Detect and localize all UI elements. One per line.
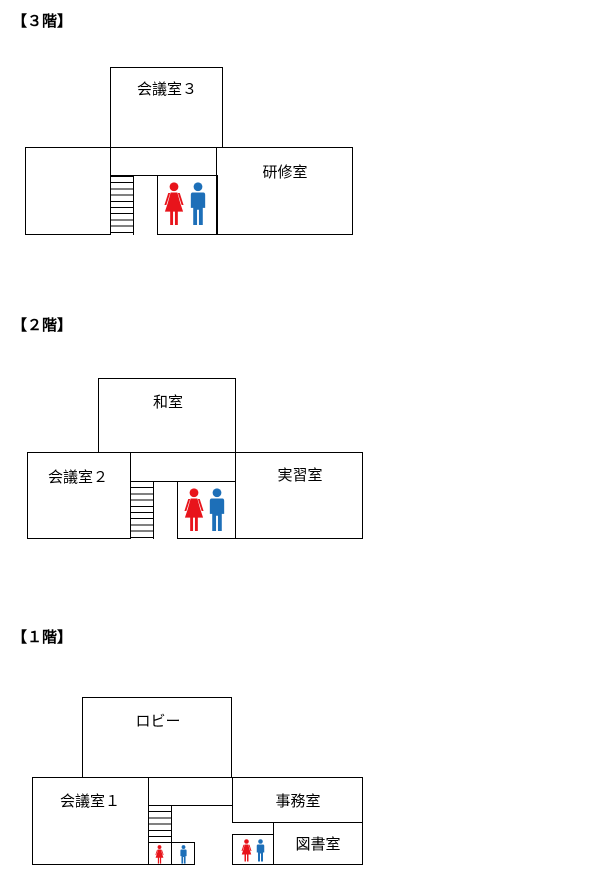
- male-restroom-icon: [207, 488, 227, 532]
- floor-2-title: 【２階】: [12, 316, 73, 334]
- room-practice: 実習室: [235, 452, 363, 539]
- female-restroom-icon: [154, 845, 165, 864]
- room-meeting-3: 会議室３: [110, 67, 223, 148]
- floor-1-title: 【１階】: [12, 628, 73, 646]
- room-label-meeting-1: 会議室１: [59, 792, 121, 810]
- room-label-lobby: ロビー: [135, 712, 181, 730]
- room-lobby: ロビー: [82, 697, 232, 778]
- room-label-meeting-2: 会議室２: [47, 468, 109, 486]
- room-japanese: 和室: [98, 378, 236, 453]
- hallway-3f: [110, 147, 217, 176]
- restroom-2f: [177, 481, 236, 539]
- stairs-1f: [148, 805, 172, 843]
- room-label-library: 図書室: [295, 835, 341, 853]
- male-restroom-icon: [178, 845, 189, 864]
- male-restroom-icon: [254, 839, 267, 862]
- room-meeting-1: 会議室１: [32, 777, 149, 865]
- room-label-training: 研修室: [262, 163, 308, 181]
- stairs-2f: [130, 481, 154, 539]
- restroom-1f-right: [232, 834, 274, 865]
- stairs-3f: [110, 176, 134, 235]
- room-label-meeting-3: 会議室３: [136, 80, 198, 98]
- restroom-female-1f: [148, 842, 172, 865]
- hallway-2f: [130, 452, 236, 482]
- floor-3-title: 【３階】: [12, 12, 73, 30]
- female-restroom-icon: [240, 839, 253, 862]
- hallway-1f: [148, 777, 233, 806]
- restroom-male-1f: [171, 842, 195, 865]
- room-office: 事務室: [232, 777, 363, 823]
- female-restroom-icon: [164, 182, 184, 226]
- male-restroom-icon: [188, 182, 208, 226]
- room-library: 図書室: [273, 822, 363, 865]
- restroom-3f: [157, 175, 218, 235]
- room-label-practice: 実習室: [277, 466, 323, 484]
- female-restroom-icon: [184, 488, 204, 532]
- room-unlabeled-3f: [25, 147, 111, 235]
- room-label-office: 事務室: [275, 792, 321, 810]
- room-label-japanese: 和室: [152, 393, 184, 411]
- room-training: 研修室: [216, 147, 353, 235]
- room-meeting-2: 会議室２: [27, 452, 131, 539]
